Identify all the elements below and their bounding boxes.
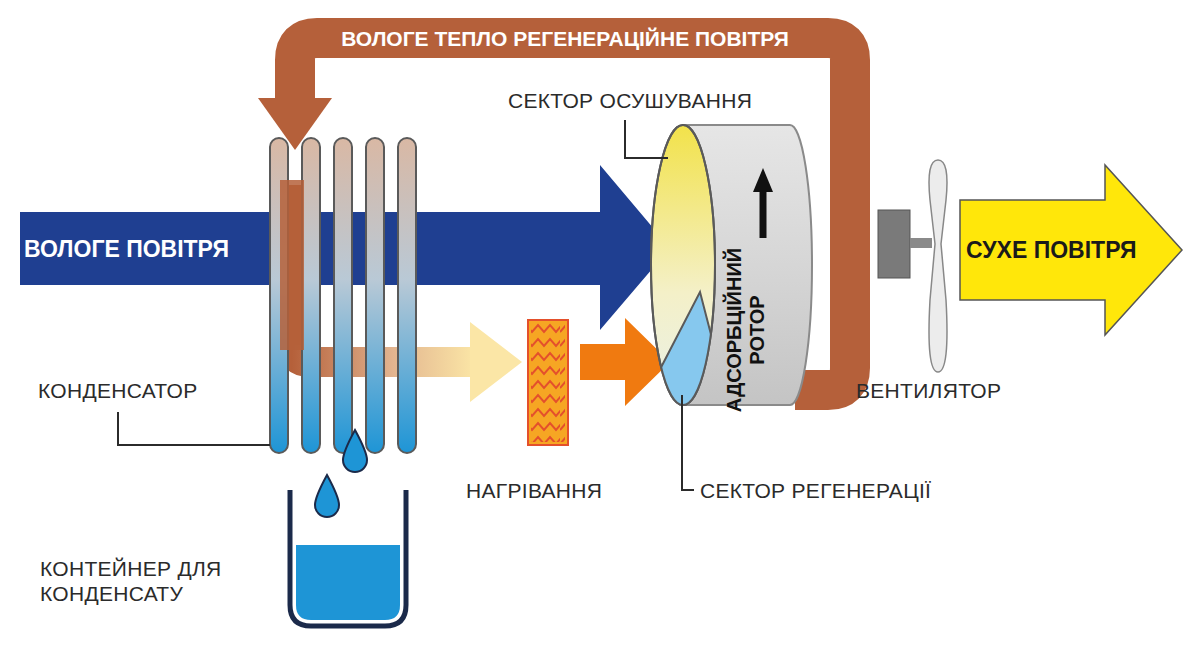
fan-motor: [878, 210, 910, 278]
condensate-drops: [315, 430, 367, 517]
node-text: АДСОРБЦІЙНИЙ РОТОР: [723, 244, 769, 416]
hot-air-in-tube: [280, 180, 304, 350]
fan-shaft: [910, 238, 932, 248]
condenser-tubes: [270, 138, 416, 453]
heater: [528, 320, 568, 445]
condenser-label: КОНДЕНСАТОР: [38, 378, 198, 403]
fan-label: ВЕНТИЛЯТОР: [856, 378, 1001, 403]
heater-coil: [531, 323, 565, 442]
condensate-container: [290, 490, 406, 626]
drying-sector-label: СЕКТОР ОСУШУВАННЯ: [508, 88, 752, 113]
container-label: КОНТЕЙНЕР ДЛЯ КОНДЕНСАТУ: [40, 556, 280, 606]
heating-label: НАГРІВАННЯ: [466, 478, 602, 503]
node-text: СУХЕ ПОВІТРЯ: [966, 237, 1136, 263]
fan-blade: [929, 160, 947, 372]
rotation-arrow: [760, 190, 767, 238]
adsorption-rotor: АДСОРБЦІЙНИЙ РОТОР: [650, 125, 800, 405]
node-text: ВОЛОГЕ ПОВІТРЯ: [24, 236, 229, 262]
rotation-arrowhead: [753, 168, 773, 192]
node-text: ВОЛОГЕ ТЕПЛО РЕГЕНЕРАЦІЙНЕ ПОВІТРЯ: [341, 27, 789, 51]
dry-air-arrow: СУХЕ ПОВІТРЯ: [966, 228, 1166, 272]
hot-air-arrowhead: [470, 322, 522, 402]
regeneration-band: ВОЛОГЕ ТЕПЛО РЕГЕНЕРАЦІЙНЕ ПОВІТРЯ: [305, 20, 825, 58]
regeneration-arrowhead: [258, 98, 332, 150]
dry-air-arrow: [960, 165, 1182, 335]
leader-lines: [118, 120, 694, 490]
regeneration-sector-label: СЕКТОР РЕГЕНЕРАЦІЇ: [700, 478, 931, 503]
humid-air-arrow: ВОЛОГЕ ПОВІТРЯ: [24, 228, 262, 270]
condensate-water: [296, 545, 400, 620]
